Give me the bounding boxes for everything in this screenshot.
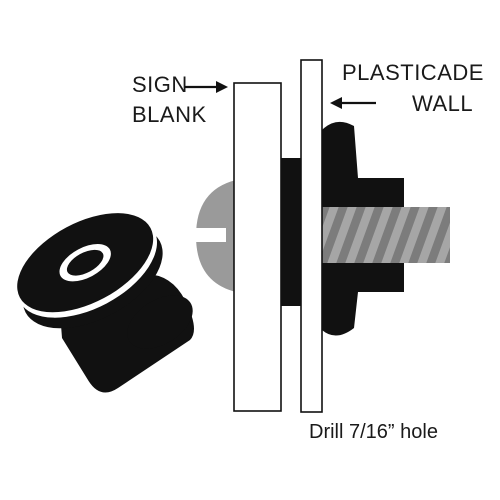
plasticade-label-line1: PLASTICADE xyxy=(342,60,484,85)
installed-well-nut xyxy=(281,121,404,336)
drill-note: Drill 7/16” hole xyxy=(309,421,438,443)
sign-blank-label-line1: SIGN xyxy=(132,72,188,97)
arrow-left-icon xyxy=(330,97,376,109)
plasticade-wall-panel xyxy=(300,59,323,413)
screw-head-icon xyxy=(196,180,236,292)
rubber-well-nut-icon xyxy=(17,213,194,393)
sign-blank-label-line2: BLANK xyxy=(132,102,207,127)
plasticade-label-line2: WALL xyxy=(412,91,473,116)
arrow-right-icon xyxy=(185,81,228,93)
sign-blank-panel xyxy=(233,82,282,412)
